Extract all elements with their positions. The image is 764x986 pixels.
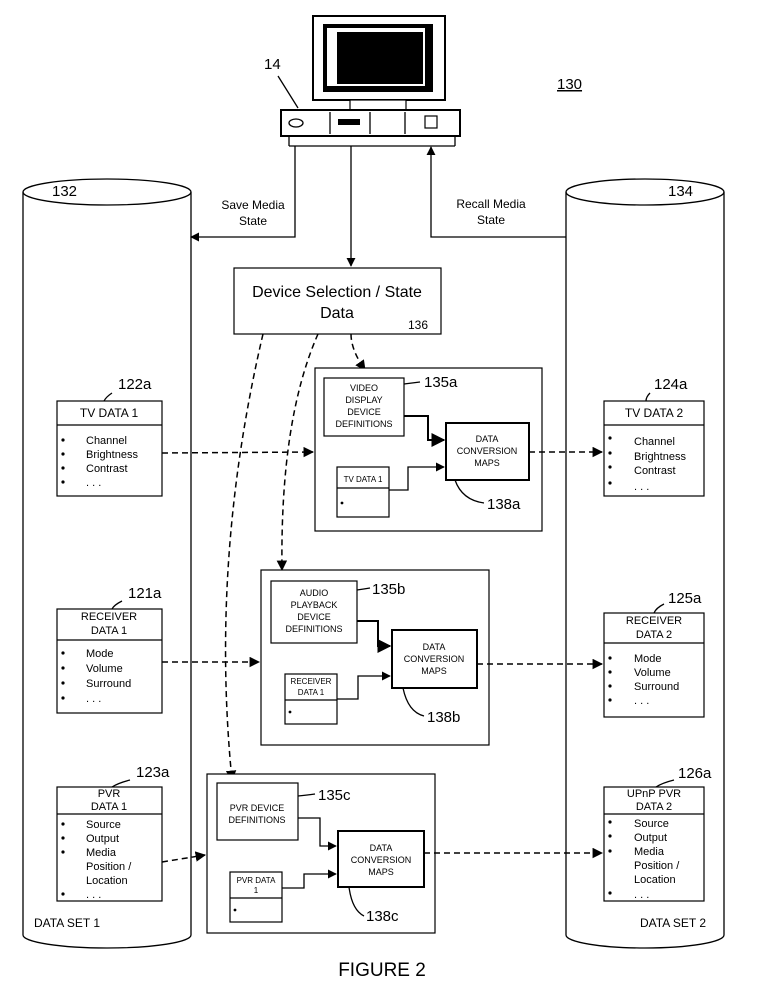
- svg-text:DATA: DATA: [423, 642, 446, 652]
- svg-text:Output: Output: [86, 833, 119, 845]
- pvr-data-1-ref: 123a: [136, 764, 170, 781]
- selection-to-video-arrow: [351, 334, 365, 370]
- tv-data-1-title: TV DATA 1: [80, 406, 139, 420]
- receiver-data-1-title-2: DATA 1: [91, 625, 127, 637]
- audio-maps-ref: 138b: [427, 709, 460, 726]
- svg-text:PVR DATA: PVR DATA: [237, 876, 276, 885]
- svg-text:. . .: . . .: [634, 481, 649, 493]
- receiver-data-1-title-1: RECEIVER: [81, 611, 137, 623]
- audio-definitions-ref: 135b: [372, 581, 405, 598]
- pvr-data-2-title-1: UPnP PVR: [627, 788, 681, 800]
- svg-text:CONVERSION: CONVERSION: [404, 654, 465, 664]
- figure-label: FIGURE 2: [338, 960, 426, 981]
- svg-text:Position /: Position /: [86, 861, 132, 873]
- recall-label-1: Recall Media: [456, 197, 526, 211]
- svg-text:Channel: Channel: [634, 436, 675, 448]
- pvr-data-1-title-2: DATA 1: [91, 801, 127, 813]
- tv-data-1-flow: [162, 452, 313, 453]
- svg-text:DEVICE: DEVICE: [297, 612, 331, 622]
- selection-to-pvr-arrow: [226, 334, 263, 780]
- svg-text:Media: Media: [634, 846, 665, 858]
- data-set-1-ref: 132: [52, 183, 77, 200]
- svg-text:PLAYBACK: PLAYBACK: [291, 600, 338, 610]
- svg-text:DATA 1: DATA 1: [298, 688, 325, 697]
- device-selection-line-2: Data: [320, 305, 354, 322]
- svg-text:Brightness: Brightness: [86, 449, 138, 461]
- svg-text:VIDEO: VIDEO: [350, 383, 378, 393]
- svg-text:CONVERSION: CONVERSION: [457, 446, 518, 456]
- svg-text:Location: Location: [634, 874, 676, 886]
- data-set-2-label: DATA SET 2: [640, 916, 706, 930]
- svg-text:Volume: Volume: [634, 667, 671, 679]
- svg-text:MAPS: MAPS: [474, 458, 500, 468]
- svg-text:DEVICE: DEVICE: [347, 407, 381, 417]
- svg-text:Brightness: Brightness: [634, 451, 686, 463]
- svg-text:TV DATA 1: TV DATA 1: [344, 475, 383, 484]
- save-label-2: State: [239, 214, 267, 228]
- svg-text:Channel: Channel: [86, 435, 127, 447]
- svg-text:Mode: Mode: [86, 648, 114, 660]
- svg-text:Source: Source: [86, 819, 121, 831]
- svg-text:DEFINITIONS: DEFINITIONS: [285, 624, 342, 634]
- receiver-data-2-ref: 125a: [668, 590, 702, 607]
- svg-text:AUDIO: AUDIO: [300, 588, 329, 598]
- pvr-definitions-ref: 135c: [318, 787, 351, 804]
- svg-text:1: 1: [254, 886, 259, 895]
- svg-text:Position /: Position /: [634, 860, 680, 872]
- svg-text:MAPS: MAPS: [368, 867, 394, 877]
- svg-text:. . .: . . .: [634, 889, 649, 901]
- svg-text:Volume: Volume: [86, 663, 123, 675]
- pvr-maps-ref: 138c: [366, 908, 399, 925]
- svg-text:Surround: Surround: [634, 681, 679, 693]
- pvr-data-2-title-2: DATA 2: [636, 801, 672, 813]
- svg-text:PVR DEVICE: PVR DEVICE: [230, 803, 285, 813]
- svg-text:DATA: DATA: [476, 434, 499, 444]
- computer-ref: 14: [264, 56, 281, 73]
- device-selection-ref: 136: [408, 318, 428, 332]
- svg-text:Output: Output: [634, 832, 667, 844]
- svg-text:CONVERSION: CONVERSION: [351, 855, 412, 865]
- receiver-data-1-ref: 121a: [128, 585, 162, 602]
- svg-text:. . .: . . .: [634, 695, 649, 707]
- svg-text:DATA: DATA: [370, 843, 393, 853]
- tv-data-2-title: TV DATA 2: [625, 406, 684, 420]
- device-selection-line-1: Device Selection / State: [252, 284, 422, 301]
- svg-text:. . .: . . .: [86, 477, 101, 489]
- data-set-2-ref: 134: [668, 183, 693, 200]
- receiver-data-2-title-2: DATA 2: [636, 629, 672, 641]
- save-label-1: Save Media: [221, 198, 285, 212]
- pvr-data-1-title-1: PVR: [98, 788, 121, 800]
- recall-label-2: State: [477, 213, 505, 227]
- tv-data-1-ref: 122a: [118, 376, 152, 393]
- svg-text:Surround: Surround: [86, 678, 131, 690]
- video-definitions-ref: 135a: [424, 374, 458, 391]
- svg-text:DEFINITIONS: DEFINITIONS: [335, 419, 392, 429]
- svg-text:Source: Source: [634, 818, 669, 830]
- svg-text:Contrast: Contrast: [634, 465, 676, 477]
- svg-text:DEFINITIONS: DEFINITIONS: [228, 815, 285, 825]
- pvr-data-2-ref: 126a: [678, 765, 712, 782]
- svg-text:. . .: . . .: [86, 693, 101, 705]
- computer-illustration: [281, 16, 460, 146]
- svg-text:Contrast: Contrast: [86, 463, 128, 475]
- svg-text:Media: Media: [86, 847, 117, 859]
- tv-data-2-ref: 124a: [654, 376, 688, 393]
- svg-text:. . .: . . .: [86, 889, 101, 901]
- system-ref: 130: [557, 76, 582, 93]
- svg-text:RECEIVER: RECEIVER: [291, 677, 332, 686]
- video-maps-ref: 138a: [487, 496, 521, 513]
- data-set-1-label: DATA SET 1: [34, 916, 100, 930]
- receiver-data-2-title-1: RECEIVER: [626, 615, 682, 627]
- svg-text:Mode: Mode: [634, 653, 662, 665]
- svg-text:MAPS: MAPS: [421, 666, 447, 676]
- svg-text:Location: Location: [86, 875, 128, 887]
- svg-text:DISPLAY: DISPLAY: [345, 395, 382, 405]
- pvr-data-1-flow: [162, 855, 205, 862]
